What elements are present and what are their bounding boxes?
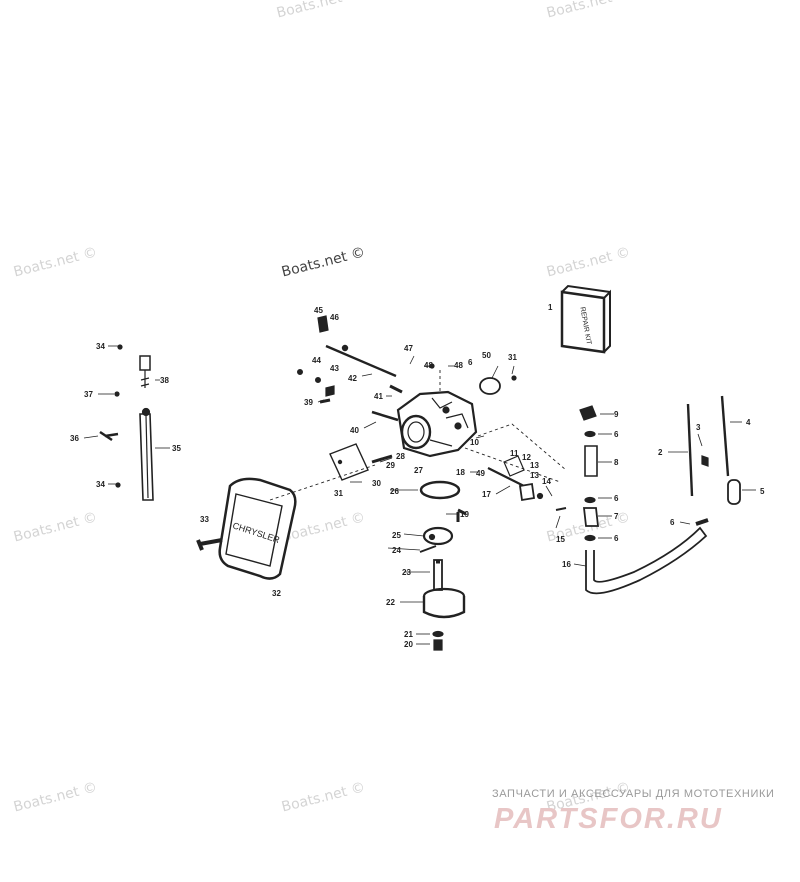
callout-36: 36 <box>70 434 79 443</box>
callout-3: 3 <box>696 423 701 432</box>
callout-37: 37 <box>84 390 93 399</box>
callout-22: 22 <box>386 598 395 607</box>
callout-46: 46 <box>330 313 339 322</box>
callout-27: 27 <box>414 466 423 475</box>
callout-16: 16 <box>562 560 571 569</box>
fuel-hose <box>585 526 708 595</box>
float-bowl <box>422 587 466 619</box>
callout-28: 28 <box>396 452 405 461</box>
callout-40: 40 <box>350 426 359 435</box>
carburetor-body <box>371 390 478 464</box>
callout-10: 10 <box>470 438 479 447</box>
air-silencer-cover: CHRYSLER <box>196 477 297 580</box>
callout-48b: 48 <box>454 361 463 370</box>
linkage-rod-assembly <box>99 344 154 501</box>
callout-13b: 13 <box>530 471 539 480</box>
gasket <box>329 443 369 481</box>
callout-2: 2 <box>658 448 663 457</box>
callout-19: 19 <box>460 510 469 519</box>
callout-30: 30 <box>372 479 381 488</box>
callout-4: 4 <box>746 418 751 427</box>
bowl-gasket <box>419 480 461 500</box>
callout-39: 39 <box>304 398 313 407</box>
leader-lines <box>269 370 567 501</box>
callout-33: 33 <box>200 515 209 524</box>
callout-41: 41 <box>374 392 383 401</box>
callout-14: 14 <box>542 477 551 486</box>
callout-50: 50 <box>482 351 491 360</box>
choke-rods <box>686 395 741 505</box>
callout-32: 32 <box>272 589 281 598</box>
callout-20: 20 <box>404 640 413 649</box>
callout-9: 9 <box>614 410 619 419</box>
callout-5: 5 <box>760 487 765 496</box>
callout-29: 29 <box>386 461 395 470</box>
callout-21: 21 <box>404 630 413 639</box>
callout-leaders <box>83 345 756 645</box>
callout-42: 42 <box>348 374 357 383</box>
callout-1: 1 <box>548 303 553 312</box>
callout-18: 18 <box>456 468 465 477</box>
brand-logo: PARTSFOR.RU <box>494 803 723 835</box>
callout-45: 45 <box>314 306 323 315</box>
callout-15: 15 <box>556 535 565 544</box>
repair-kit-box: REPAIR KIT <box>560 284 611 354</box>
callout-7: 7 <box>614 512 619 521</box>
welch-plug <box>479 377 501 395</box>
float-assembly <box>419 526 454 553</box>
callout-34b: 34 <box>96 480 105 489</box>
throttle-linkage <box>297 315 403 404</box>
callout-6d: 6 <box>670 518 675 527</box>
callout-11: 11 <box>510 449 519 458</box>
callout-24: 24 <box>392 546 401 555</box>
callout-6e: 6 <box>468 358 473 367</box>
brand-tagline: ЗАПЧАСТИ И АКСЕССУАРЫ ДЛЯ МОТОТЕХНИКИ <box>492 788 775 800</box>
callout-6b: 6 <box>614 494 619 503</box>
callout-25: 25 <box>392 531 401 540</box>
callout-31b: 31 <box>508 353 517 362</box>
choke-linkage <box>487 455 567 511</box>
callout-17: 17 <box>482 490 491 499</box>
callout-34a: 34 <box>96 342 105 351</box>
callout-numbers: 1 2 3 4 5 6 6 6 6 6 7 8 9 10 11 12 13 13… <box>70 303 765 649</box>
callout-48a: 48 <box>424 361 433 370</box>
callout-35: 35 <box>172 444 181 453</box>
callout-49: 49 <box>476 469 485 478</box>
callout-26: 26 <box>390 487 399 496</box>
callout-6a: 6 <box>614 430 619 439</box>
callout-47: 47 <box>404 344 413 353</box>
fuel-pump-stack <box>579 405 600 542</box>
callout-8: 8 <box>614 458 619 467</box>
callout-23: 23 <box>402 568 411 577</box>
callout-12: 12 <box>522 453 531 462</box>
callout-6c: 6 <box>614 534 619 543</box>
callout-13a: 13 <box>530 461 539 470</box>
float-pin <box>433 559 443 591</box>
callout-38: 38 <box>160 376 169 385</box>
callout-43: 43 <box>330 364 339 373</box>
callout-31a: 31 <box>334 489 343 498</box>
callout-44: 44 <box>312 356 321 365</box>
